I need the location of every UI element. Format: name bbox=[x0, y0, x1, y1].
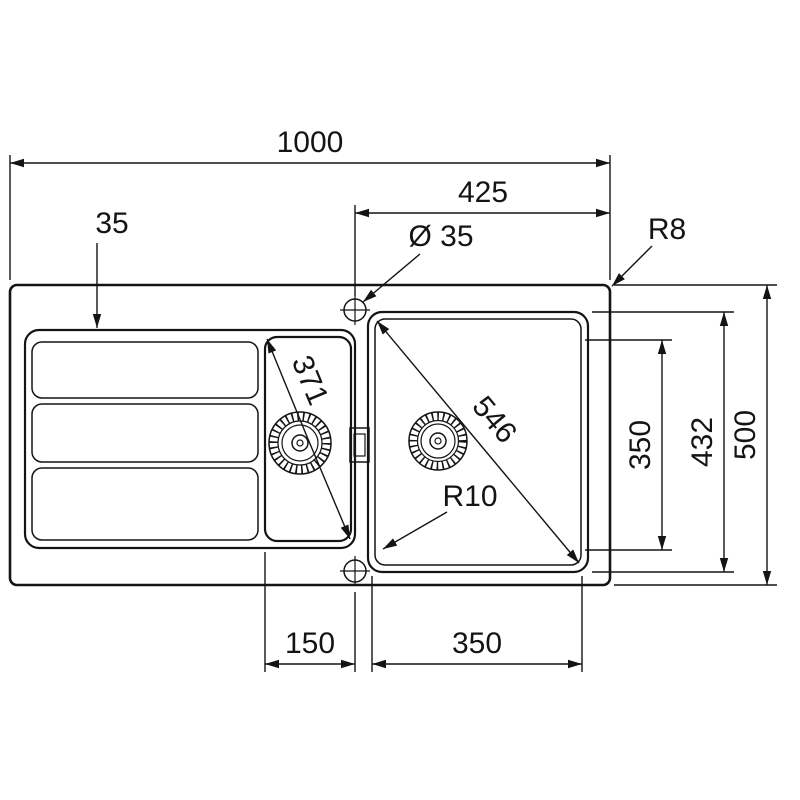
dim-inner-corner-radius: R10 bbox=[382, 480, 498, 550]
dim-overall-width-label: 1000 bbox=[277, 126, 344, 159]
bowl-divider bbox=[349, 427, 370, 463]
leader-line bbox=[382, 511, 448, 550]
dimension-line bbox=[376, 320, 479, 443]
drain-outer-ring bbox=[268, 411, 332, 475]
drain-center-dot bbox=[296, 439, 304, 447]
dim-tap-hole-diameter-label: Ø 35 bbox=[408, 220, 473, 253]
dim-small-bowl-width-label: 150 bbox=[285, 627, 335, 660]
dim-main-bowl-outer-depth: 432 bbox=[686, 312, 729, 572]
drain-center-ring bbox=[291, 434, 309, 452]
dim-bowl-zone-width-label: 425 bbox=[458, 176, 508, 209]
bowl-divider-outer bbox=[349, 427, 370, 463]
dim-rim-inset-label: 35 bbox=[95, 207, 128, 240]
sink-outer-rim bbox=[8, 283, 612, 587]
dim-main-bowl-outer-depth-label: 432 bbox=[686, 417, 719, 467]
tap-hole-top bbox=[340, 295, 370, 325]
leader-line bbox=[362, 253, 421, 303]
drain-ring bbox=[416, 419, 460, 463]
sink-body bbox=[8, 283, 612, 587]
dim-outer-corner-radius-label: R8 bbox=[648, 213, 686, 246]
dim-outer-corner-radius: R8 bbox=[611, 213, 686, 287]
dim-small-bowl-diagonal: 371 bbox=[266, 338, 351, 540]
drain-ring bbox=[281, 424, 319, 462]
drain-center-ring bbox=[429, 432, 447, 450]
dimension-line bbox=[477, 441, 580, 564]
dim-overall-width: 1000 bbox=[10, 126, 610, 168]
bowl-divider-inner bbox=[353, 433, 366, 457]
drainer-groove bbox=[31, 341, 259, 399]
dim-tap-hole-diameter: Ø 35 bbox=[362, 220, 474, 303]
small-bowl-drain bbox=[268, 411, 332, 475]
drainer-board bbox=[23, 328, 357, 550]
dim-main-bowl-diagonal-label: 546 bbox=[466, 390, 523, 450]
dim-main-bowl-width-label: 350 bbox=[452, 627, 502, 660]
leader-line bbox=[611, 245, 653, 287]
main-bowl-inner bbox=[374, 318, 582, 566]
dim-inner-corner-radius-label: R10 bbox=[442, 480, 497, 513]
dim-rim-inset: 35 bbox=[92, 207, 129, 328]
dimension-line bbox=[307, 438, 351, 540]
drain-knurl-ring bbox=[408, 411, 467, 470]
extension-lines bbox=[9, 155, 777, 672]
dim-overall-depth: 500 bbox=[729, 285, 772, 585]
main-bowl-drain bbox=[408, 411, 468, 471]
dim-main-bowl-diagonal: 546 bbox=[376, 320, 580, 564]
drain-center-dot bbox=[434, 437, 442, 445]
drain-knurl-ring bbox=[269, 412, 331, 474]
dimension-line bbox=[266, 338, 309, 440]
drain-ring bbox=[420, 423, 456, 459]
small-bowl bbox=[263, 335, 353, 543]
dim-bowl-zone-width: 425 bbox=[355, 176, 610, 218]
drainer-groove bbox=[31, 467, 259, 541]
dim-main-bowl-inner-depth-label: 350 bbox=[624, 420, 657, 470]
main-bowl-outer bbox=[366, 310, 590, 574]
tap-hole-bottom bbox=[340, 556, 370, 586]
dim-small-bowl-width: 150 bbox=[265, 627, 355, 669]
dim-main-bowl-width: 350 bbox=[372, 627, 582, 669]
drainer-groove bbox=[31, 403, 259, 463]
dim-main-bowl-inner-depth: 350 bbox=[624, 340, 667, 550]
dim-overall-depth-label: 500 bbox=[729, 410, 762, 460]
